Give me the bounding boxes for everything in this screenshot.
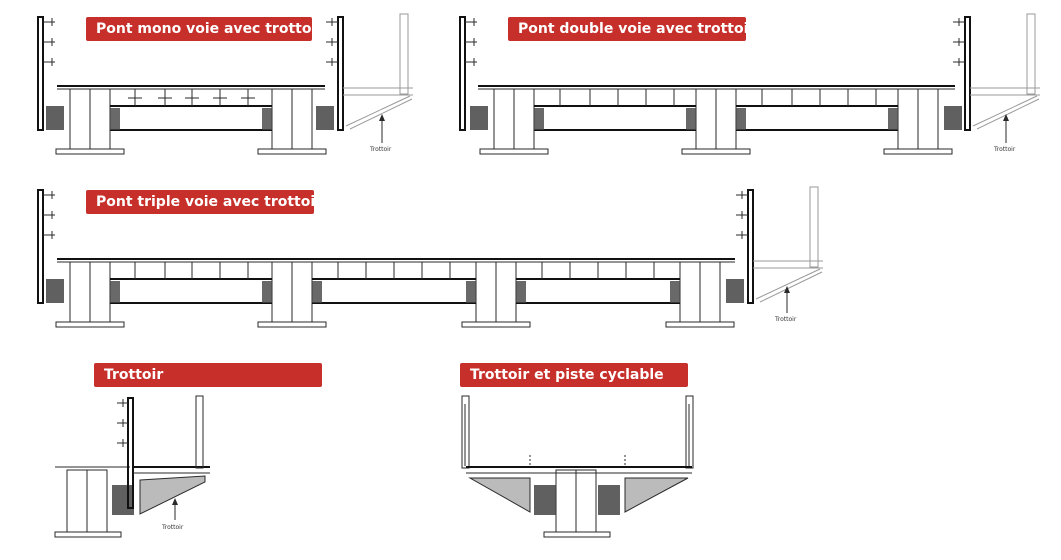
trottoir-cantilever [753,186,823,303]
banner-pont-mono-voie: Pont mono voie avec trottoir [86,17,312,41]
right-railing [326,16,344,131]
banner-pont-double-voie: Pont double voie avec trottoir [508,17,746,41]
right-railing [736,189,754,304]
trottoir-label: Trottoir [161,524,184,531]
left-railing [37,189,55,304]
left-railing [459,16,477,131]
trottoir-label: Trottoir [993,146,1016,153]
railing [117,397,134,509]
left-post [461,395,470,469]
trottoir-cantilever [970,13,1040,130]
banner-trottoir: Trottoir [94,363,322,387]
trottoir-cantilever [343,13,413,130]
trottoir-label: Trottoir [369,146,392,153]
left-railing [37,16,55,131]
trottoir-label: Trottoir [774,316,797,323]
banner-trottoir-piste-cyclable: Trottoir et piste cyclable [460,363,688,387]
trottoir-cantilever [133,395,210,515]
right-post [685,395,694,469]
banner-pont-triple-voie: Pont triple voie avec trottoir [86,190,314,214]
right-railing [953,16,971,131]
girder [54,469,122,538]
